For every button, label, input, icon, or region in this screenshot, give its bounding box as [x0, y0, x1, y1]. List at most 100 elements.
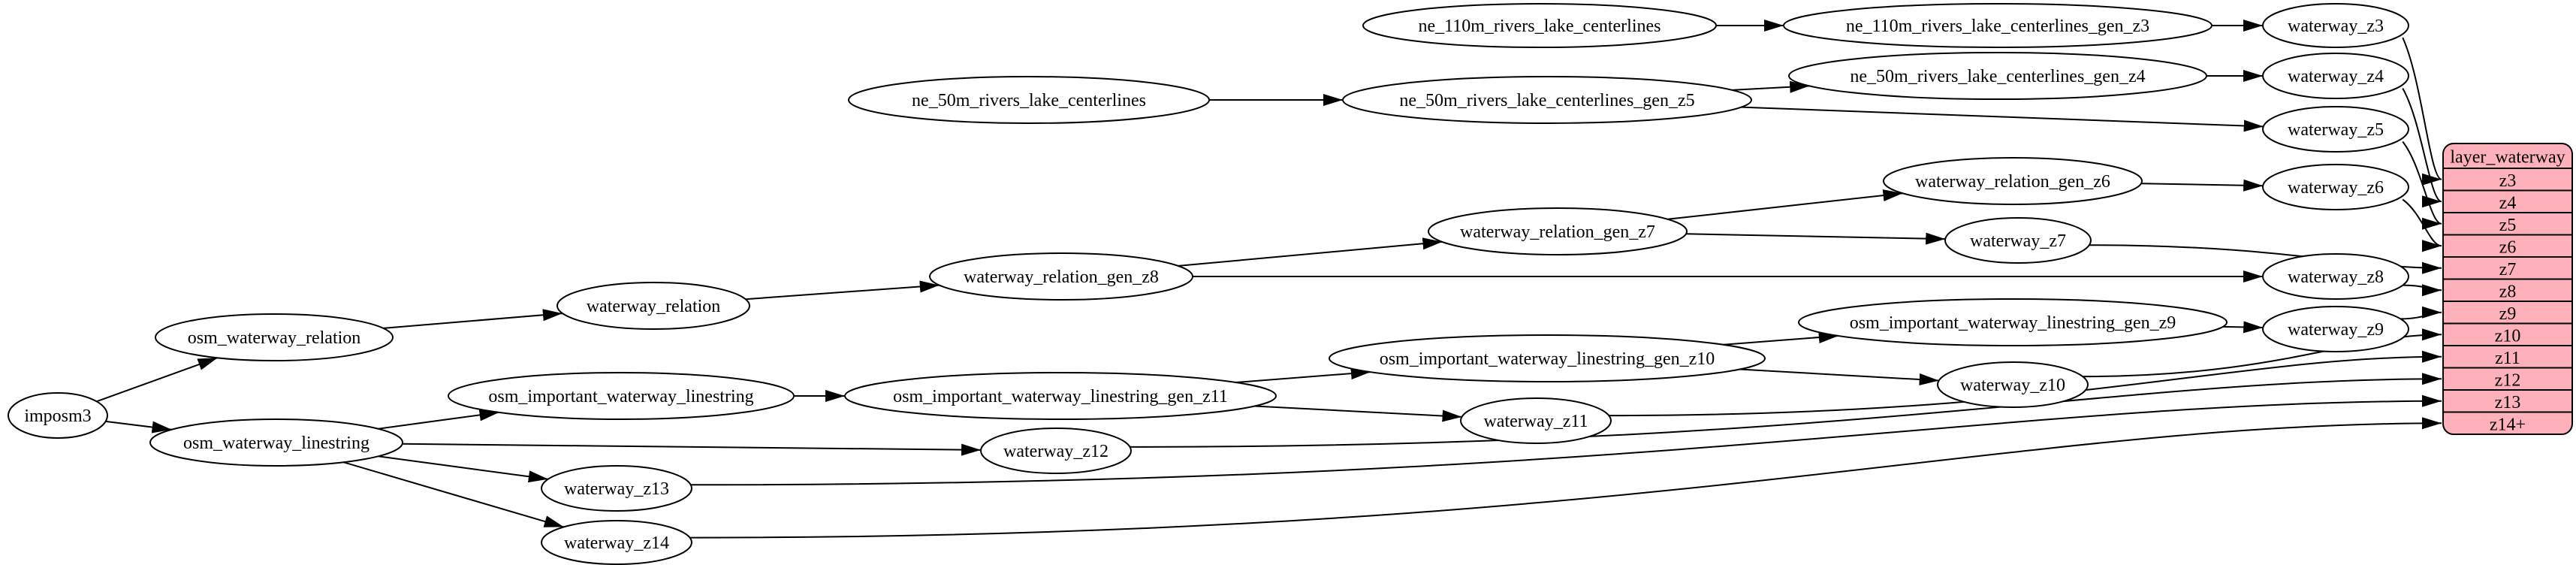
- node-label-waterway_relation_gen_z7: waterway_relation_gen_z7: [1460, 222, 1655, 242]
- edge-waterway_z14-to-z14+: [689, 417, 2442, 539]
- node-label-imposm3: imposm3: [24, 406, 91, 426]
- node-osm_waterway_relation: osm_waterway_relation: [155, 313, 394, 361]
- node-label-waterway_z10: waterway_z10: [1960, 376, 2065, 395]
- node-label-waterway_z5: waterway_z5: [2288, 120, 2384, 140]
- node-label-ne_50m_rivers_lake_centerlines: ne_50m_rivers_lake_centerlines: [912, 91, 1146, 110]
- record-row-z4: z4: [2499, 193, 2517, 213]
- node-ellipse-ne_50m_rivers_lake_centerlines_gen_z4: [1788, 52, 2207, 100]
- record-row-z12: z12: [2495, 370, 2521, 390]
- node-ellipse-waterway_z10: [1937, 361, 2089, 408]
- node-ellipse-osm_important_waterway_linestring_gen_z10: [1329, 334, 1766, 382]
- node-ellipse-waterway_z5: [2262, 106, 2409, 153]
- edge-osm_waterway_linestring-to-waterway_z14: [343, 461, 564, 528]
- record-row-z6: z6: [2499, 237, 2517, 257]
- record-row-z5: z5: [2499, 216, 2517, 235]
- edge-osm_waterway_linestring-to-osm_important_waterway_linestring: [378, 409, 499, 430]
- node-ne_50m_rivers_lake_centerlines_gen_z4: ne_50m_rivers_lake_centerlines_gen_z4: [1788, 52, 2207, 100]
- record-row-z10: z10: [2495, 326, 2521, 346]
- edge-waterway_z12-to-z12: [1130, 373, 2442, 448]
- node-ne_50m_rivers_lake_centerlines: ne_50m_rivers_lake_centerlines: [848, 76, 1210, 124]
- edge-osm_important_waterway_linestring_gen_z10-to-osm_important_waterway_linestring_gen_z9: [1723, 331, 1838, 346]
- node-ne_50m_rivers_lake_centerlines_gen_z5: ne_50m_rivers_lake_centerlines_gen_z5: [1342, 76, 1752, 124]
- node-label-waterway_z13: waterway_z13: [564, 479, 669, 499]
- edge-waterway_z6-to-z6: [2402, 198, 2442, 252]
- edge-imposm3-to-osm_waterway_relation: [96, 357, 218, 403]
- edge-waterway_relation_gen_z8-to-waterway_relation_gen_z7: [1178, 237, 1443, 267]
- node-label-waterway_z7: waterway_z7: [1970, 231, 2066, 251]
- node-ellipse-waterway_z14: [541, 520, 692, 565]
- node-osm_important_waterway_linestring: osm_important_waterway_linestring: [448, 372, 795, 420]
- edge-osm_waterway_linestring-to-waterway_z13: [378, 455, 548, 483]
- node-ellipse-waterway_relation_gen_z6: [1883, 157, 2143, 205]
- node-waterway_relation: waterway_relation: [557, 282, 750, 330]
- node-osm_important_waterway_linestring_gen_z11: osm_important_waterway_linestring_gen_z1…: [844, 372, 1277, 420]
- record-outline: [2442, 143, 2573, 435]
- node-ellipse-waterway_z9: [2262, 306, 2409, 352]
- node-ellipse-osm_important_waterway_linestring_gen_z9: [1798, 298, 2228, 346]
- node-label-waterway_relation_gen_z8: waterway_relation_gen_z8: [964, 267, 1159, 287]
- node-ellipse-waterway_z3: [2262, 3, 2409, 48]
- node-label-ne_50m_rivers_lake_centerlines_gen_z5: ne_50m_rivers_lake_centerlines_gen_z5: [1399, 91, 1694, 110]
- node-waterway_z13: waterway_z13: [541, 465, 692, 512]
- node-imposm3: imposm3: [8, 392, 108, 439]
- record-title: layer_waterway: [2450, 148, 2565, 168]
- edge-ne_50m_rivers_lake_centerlines_gen_z5-to-ne_50m_rivers_lake_centerlines_gen_z4: [1732, 80, 1810, 93]
- edge-osm_important_waterway_linestring_gen_z11-to-osm_important_waterway_linestring_gen_z10: [1235, 367, 1371, 383]
- node-label-ne_110m_rivers_lake_centerlines: ne_110m_rivers_lake_centerlines: [1419, 17, 1661, 36]
- edge-osm_important_waterway_linestring_gen_z11-to-waterway_z11: [1254, 405, 1462, 422]
- edge-osm_important_waterway_linestring_gen_z10-to-waterway_z10: [1739, 368, 1939, 386]
- edges-layer: [96, 20, 2442, 539]
- edge-waterway_z3-to-z3: [2402, 37, 2442, 186]
- node-label-waterway_z11: waterway_z11: [1483, 412, 1588, 431]
- node-label-osm_important_waterway_linestring_gen_z11: osm_important_waterway_linestring_gen_z1…: [893, 387, 1228, 406]
- node-ne_110m_rivers_lake_centerlines_gen_z3: ne_110m_rivers_lake_centerlines_gen_z3: [1783, 3, 2213, 48]
- node-ellipse-osm_waterway_linestring: [149, 418, 403, 467]
- node-waterway_z6: waterway_z6: [2262, 164, 2409, 210]
- node-waterway_z14: waterway_z14: [541, 520, 692, 565]
- node-ne_110m_rivers_lake_centerlines: ne_110m_rivers_lake_centerlines: [1362, 3, 1717, 48]
- node-label-osm_waterway_relation: osm_waterway_relation: [188, 328, 361, 348]
- record-row-z13: z13: [2495, 393, 2521, 412]
- node-osm_waterway_linestring: osm_waterway_linestring: [149, 418, 403, 467]
- node-ellipse-waterway_z7: [1944, 217, 2092, 264]
- edge-waterway_z9-to-z9: [2400, 306, 2442, 320]
- record-row-z14+: z14+: [2490, 415, 2526, 434]
- node-ellipse-osm_important_waterway_linestring: [448, 372, 795, 420]
- node-ellipse-osm_waterway_relation: [155, 313, 394, 361]
- edge-waterway_relation-to-waterway_relation_gen_z8: [745, 280, 940, 301]
- node-label-osm_important_waterway_linestring_gen_z10: osm_important_waterway_linestring_gen_z1…: [1380, 349, 1715, 369]
- edge-waterway_relation_gen_z6-to-waterway_z6: [2141, 179, 2264, 192]
- node-waterway_relation_gen_z6: waterway_relation_gen_z6: [1883, 157, 2143, 205]
- node-label-osm_waterway_linestring: osm_waterway_linestring: [183, 434, 370, 453]
- node-ellipse-waterway_relation_gen_z7: [1428, 207, 1688, 255]
- node-waterway_z12: waterway_z12: [980, 428, 1132, 474]
- node-label-osm_important_waterway_linestring_gen_z9: osm_important_waterway_linestring_gen_z9: [1850, 313, 2176, 333]
- node-ellipse-waterway_relation: [557, 282, 750, 330]
- node-waterway_z8: waterway_z8: [2262, 253, 2409, 300]
- edge-ne_50m_rivers_lake_centerlines_gen_z5-to-waterway_z5: [1741, 106, 2264, 132]
- node-ellipse-waterway_z12: [980, 428, 1132, 474]
- node-ellipse-waterway_relation_gen_z8: [929, 252, 1193, 301]
- record-node-layer_waterway: layer_waterwayz3z4z5z6z7z8z9z10z11z12z13…: [2442, 143, 2573, 435]
- nodes-layer: imposm3 osm_waterway_relation osm_waterway…: [8, 3, 2409, 565]
- node-waterway_z4: waterway_z4: [2262, 53, 2409, 99]
- node-osm_important_waterway_linestring_gen_z10: osm_important_waterway_linestring_gen_z1…: [1329, 334, 1766, 382]
- node-label-waterway_z3: waterway_z3: [2288, 17, 2384, 36]
- node-ellipse-waterway_z11: [1460, 397, 1612, 444]
- node-waterway_z9: waterway_z9: [2262, 306, 2409, 352]
- record-row-z3: z3: [2499, 171, 2517, 191]
- node-waterway_relation_gen_z8: waterway_relation_gen_z8: [929, 252, 1193, 301]
- node-osm_important_waterway_linestring_gen_z9: osm_important_waterway_linestring_gen_z9: [1798, 298, 2228, 346]
- edge-waterway_z8-to-z8: [2403, 284, 2442, 297]
- node-label-ne_50m_rivers_lake_centerlines_gen_z4: ne_50m_rivers_lake_centerlines_gen_z4: [1850, 67, 2145, 86]
- node-label-waterway_z6: waterway_z6: [2288, 178, 2384, 198]
- node-waterway_z7: waterway_z7: [1944, 217, 2092, 264]
- node-label-waterway_relation_gen_z6: waterway_relation_gen_z6: [1915, 172, 2110, 192]
- node-label-waterway_relation: waterway_relation: [587, 297, 721, 316]
- edge-osm_waterway_linestring-to-waterway_z12: [402, 443, 982, 456]
- node-label-waterway_z14: waterway_z14: [564, 533, 669, 553]
- node-ellipse-osm_important_waterway_linestring_gen_z11: [844, 372, 1277, 420]
- node-ellipse-ne_110m_rivers_lake_centerlines: [1362, 3, 1717, 48]
